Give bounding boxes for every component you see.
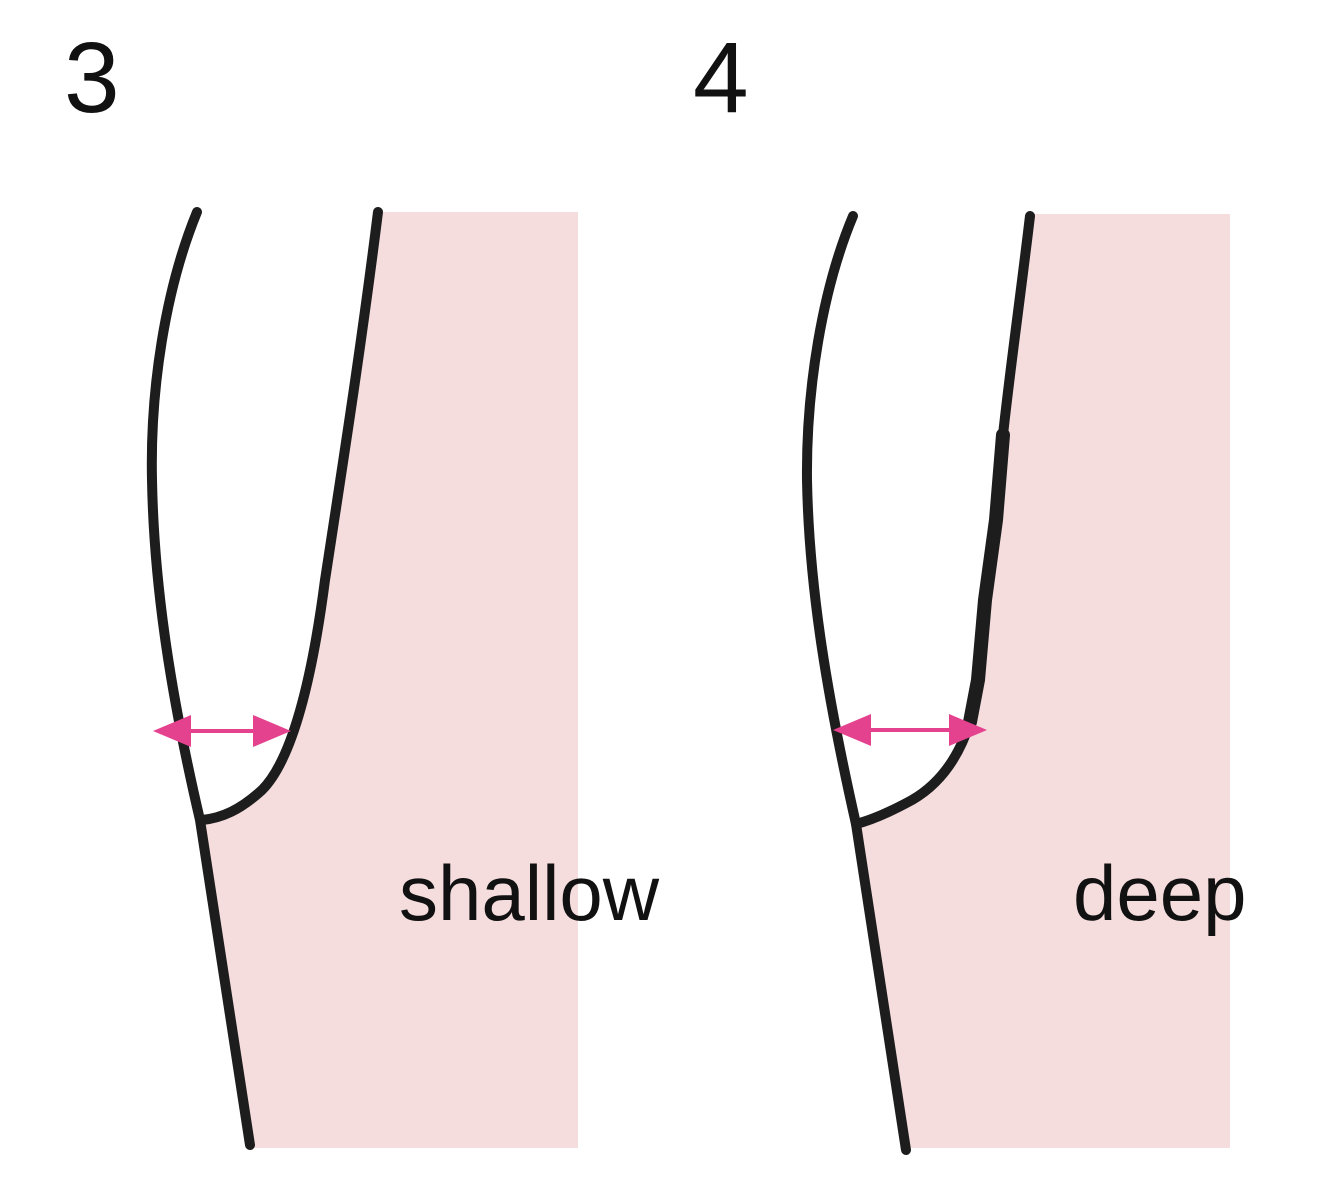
tissue-region [856,214,1230,1148]
tooth-outline [801,211,911,1155]
gingival-wall-outline [998,211,1035,440]
depth-arrow [153,715,291,747]
depth-label: shallow [399,849,660,937]
panel-number: 3 [64,22,120,134]
depth-arrow [833,714,987,746]
panel-number: 4 [693,22,749,134]
arrow-head-left [833,714,871,746]
depth-label: deep [1073,849,1247,937]
arrow-head-right [253,715,291,747]
tissue-region [202,212,578,1148]
pocket-base-outline [851,717,975,829]
panel-4: 4 deep [693,22,1247,1155]
gingival-wall-outline [197,207,383,825]
arrow-head-right [949,714,987,746]
arrow-head-left [153,715,191,747]
panel-3: 3 shallow [64,22,660,1150]
pocket-wall-outline [963,428,1010,729]
